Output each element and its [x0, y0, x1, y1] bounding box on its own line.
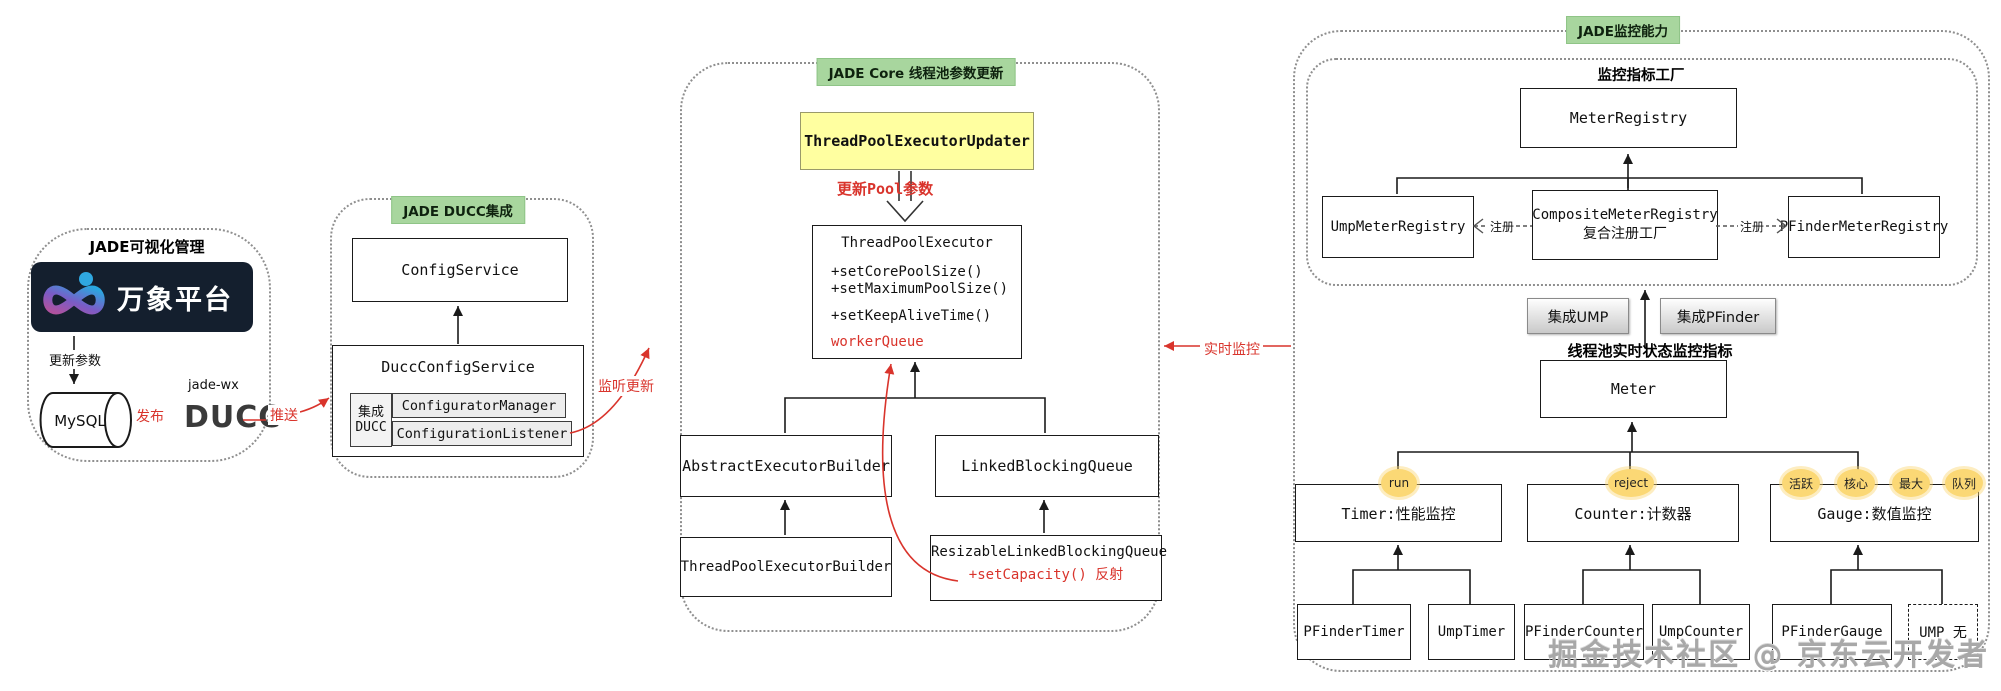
section-visual-management-title: JADE可视化管理 — [89, 238, 205, 256]
update-params-label: 更新参数 — [47, 350, 104, 369]
pfinder-counter-node: PFinderCounter — [1524, 604, 1644, 660]
meter-registry-node: MeterRegistry — [1520, 88, 1737, 148]
queue-badge-label: 队列 — [1951, 476, 1976, 491]
queue-badge: 队列 — [1945, 469, 1983, 497]
listen-update-label: 监听更新 — [596, 376, 656, 396]
executor-method-2: +setMaximumPoolSize() — [831, 281, 1009, 297]
realtime-monitor-label: 实时监控 — [1202, 339, 1262, 359]
timer-label: Timer:性能监控 — [1341, 504, 1456, 523]
thread-pool-executor-builder-node: ThreadPoolExecutorBuilder — [680, 537, 892, 597]
integrate-ump-chip: 集成UMP — [1527, 298, 1629, 334]
pfinder-timer-label: PFinderTimer — [1303, 624, 1405, 640]
mysql-label-svg: MySQL — [54, 412, 106, 430]
push-label: 推送 — [268, 405, 300, 425]
core-badge: 核心 — [1837, 469, 1875, 497]
executor-method-3: +setKeepAliveTime() — [831, 308, 992, 324]
section-ducc-tag: JADE DUCC集成 — [391, 196, 525, 224]
ducc-config-service-label: DuccConfigService — [381, 358, 535, 376]
max-badge: 最大 — [1892, 469, 1930, 497]
set-capacity-label: +setCapacity() 反射 — [968, 567, 1124, 583]
gauge-label: Gauge:数值监控 — [1817, 504, 1932, 523]
arrow-push-to-ducc-service — [299, 397, 330, 413]
ump-none-label: UMP 无 — [1919, 625, 1967, 641]
core-badge-label: 核心 — [1843, 476, 1868, 491]
integrate-ump-label: 集成UMP — [1547, 309, 1609, 326]
thread-pool-executor-builder-label: ThreadPoolExecutorBuilder — [680, 559, 892, 575]
ump-none-node: UMP 无 — [1908, 604, 1978, 660]
config-service-node: ConfigService — [352, 238, 568, 302]
integrate-pfinder-label: 集成PFinder — [1676, 309, 1760, 326]
executor-method-1: +setCorePoolSize() — [831, 264, 983, 280]
ump-counter-node: UmpCounter — [1652, 604, 1750, 660]
active-badge-label: 活跃 — [1788, 476, 1813, 491]
run-badge-label: run — [1388, 476, 1410, 490]
abstract-executor-builder-label: AbstractExecutorBuilder — [682, 457, 890, 475]
ump-meter-registry-node: UmpMeterRegistry — [1322, 196, 1474, 258]
pfinder-meter-registry-label: PFinderMeterRegistry — [1779, 219, 1949, 235]
ump-timer-label: UmpTimer — [1437, 624, 1506, 640]
pfinder-gauge-node: PFinderGauge — [1772, 604, 1892, 660]
realtime-metrics-title: 线程池实时状态监控指标 — [1567, 342, 1733, 360]
pfinder-timer-node: PFinderTimer — [1297, 604, 1411, 660]
composite-meter-registry-node: CompositeMeterRegistry 复合注册工厂 — [1532, 190, 1718, 260]
configurator-manager-label: ConfiguratorManager — [401, 397, 557, 414]
meter-registry-label: MeterRegistry — [1569, 109, 1688, 127]
reject-badge-label: reject — [1613, 476, 1649, 490]
publish-label: 发布 — [134, 406, 166, 426]
metric-factory-title: 监控指标工厂 — [1597, 68, 1685, 84]
configuration-listener-node: ConfigurationListener — [392, 421, 572, 446]
linked-blocking-queue-node: LinkedBlockingQueue — [935, 435, 1159, 497]
pfinder-meter-registry-node: PFinderMeterRegistry — [1780, 196, 1948, 258]
metric-factory-border — [1306, 58, 1978, 286]
watermark: 掘金技术社区 @ 京东云开发者 — [1548, 638, 1989, 673]
integrate-pfinder-chip: 集成PFinder — [1660, 298, 1776, 334]
resizable-queue-label: ResizableLinkedBlockingQueue — [931, 544, 1168, 560]
update-pool-params-label: 更新Pool参数 — [837, 180, 934, 198]
ump-counter-label: UmpCounter — [1658, 624, 1744, 640]
integrate-ducc-line1: 集成 — [357, 405, 384, 420]
ump-timer-node: UmpTimer — [1428, 604, 1515, 660]
ump-meter-registry-label: UmpMeterRegistry — [1330, 219, 1466, 235]
active-badge: 活跃 — [1782, 469, 1820, 497]
meter-node: Meter — [1540, 360, 1727, 418]
wanxiang-infinity-icon — [41, 270, 107, 324]
wanxiang-logo-text: 万象平台 — [117, 284, 233, 316]
configuration-listener-label: ConfigurationListener — [396, 425, 568, 442]
ducc-label: DUCC — [184, 400, 282, 435]
updater-label: ThreadPoolExecutorUpdater — [804, 132, 1030, 150]
integrate-ducc-line2: DUCC — [355, 420, 387, 435]
reject-badge: reject — [1608, 469, 1654, 497]
run-badge: run — [1381, 469, 1417, 497]
register-left-label: 注册 — [1488, 218, 1517, 235]
section-monitoring-tag: JADE监控能力 — [1566, 16, 1680, 44]
composite-meter-registry-label: CompositeMeterRegistry — [1532, 207, 1718, 223]
configurator-manager-node: ConfiguratorManager — [392, 393, 566, 418]
abstract-executor-builder-node: AbstractExecutorBuilder — [680, 435, 892, 497]
thread-pool-executor-updater-node: ThreadPoolExecutorUpdater — [800, 112, 1034, 170]
config-service-label: ConfigService — [401, 261, 519, 279]
executor-worker-queue-field: workerQueue — [831, 334, 924, 350]
mysql-database-cylinder-icon: MySQL — [38, 390, 136, 454]
executor-title: ThreadPoolExecutor — [841, 235, 993, 251]
register-right-label: 注册 — [1738, 218, 1767, 235]
pfinder-gauge-label: PFinderGauge — [1781, 624, 1883, 640]
pfinder-counter-label: PFinderCounter — [1525, 624, 1644, 640]
linked-blocking-queue-label: LinkedBlockingQueue — [961, 457, 1133, 475]
composite-registry-subtitle: 复合注册工厂 — [1583, 226, 1667, 242]
integrate-ducc-chip: 集成 DUCC — [350, 393, 392, 447]
resizable-linked-blocking-queue-node: ResizableLinkedBlockingQueue +setCapacit… — [930, 535, 1168, 601]
max-badge-label: 最大 — [1898, 476, 1923, 491]
section-core-tag: JADE Core 线程池参数更新 — [816, 58, 1016, 86]
meter-label: Meter — [1610, 380, 1657, 398]
thread-pool-executor-node: ThreadPoolExecutor +setCorePoolSize() +s… — [812, 225, 1022, 359]
counter-label: Counter:计数器 — [1574, 504, 1692, 523]
wanxiang-logo-card: 万象平台 — [31, 262, 253, 332]
env-label: jade-wx — [186, 378, 241, 393]
section-visual-management-border — [27, 228, 271, 462]
